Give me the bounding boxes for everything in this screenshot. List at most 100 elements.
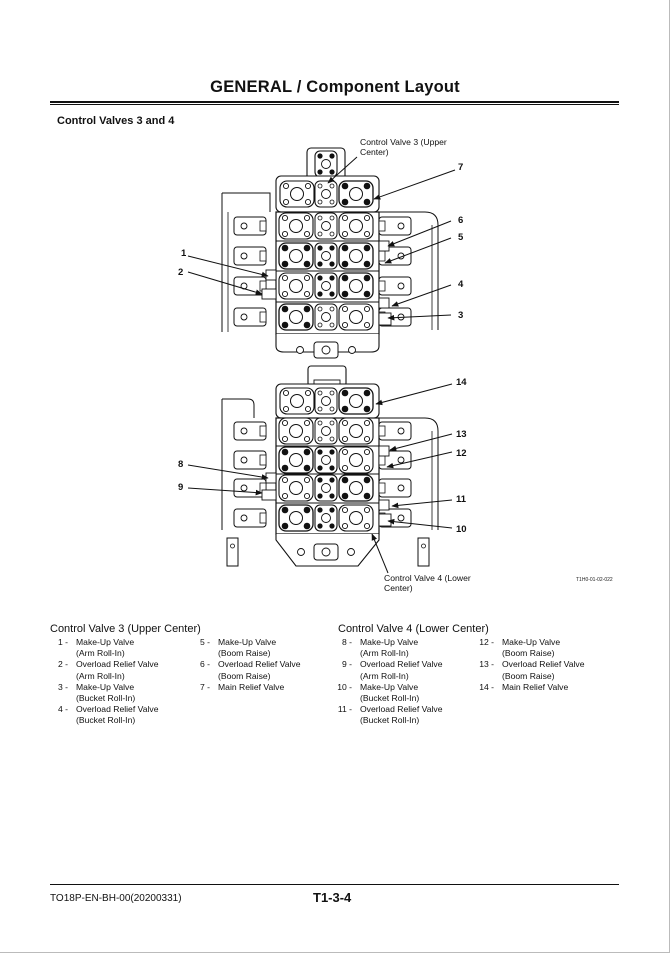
legend-item-line: (Bucket Roll-In): [76, 715, 136, 726]
legend-item: 7 - Main Relief Valve: [190, 682, 300, 693]
legend-item-number: 2 -: [57, 659, 68, 670]
legend-item-line: Make-Up Valve: [360, 637, 419, 647]
legend-item-text: Make-Up Valve(Boom Raise): [218, 637, 276, 659]
legend-item-number: 6 -: [199, 659, 210, 670]
callout-3: 3: [458, 310, 463, 321]
legend-item-text: Overload Relief Valve(Bucket Roll-In): [76, 704, 158, 726]
legend-upper-col1: 1 -Make-Up Valve(Arm Roll-In)2 -Overload…: [48, 637, 159, 727]
legend-item-number: 9 -: [341, 659, 352, 670]
control-valve-3: [221, 147, 439, 359]
legend-item: 5 - Make-Up Valve(Boom Raise): [190, 637, 300, 659]
page-title: GENERAL / Component Layout: [210, 78, 460, 96]
legend-item-text: Overload Relief Valve(Boom Raise): [218, 659, 300, 681]
legend-item-number: 1 -: [57, 637, 68, 647]
legend-item: 11 - Overload Relief Valve(Bucket Roll-In…: [332, 704, 443, 726]
legend-item: 6 - Overload Relief Valve(Boom Raise): [190, 659, 301, 681]
legend-item-number: 10 -: [337, 681, 352, 692]
legend-item: 13 - Overload Relief Valve(Boom Raise): [474, 659, 584, 681]
legend-item-text: Overload Relief Valve(Bucket Roll-In): [360, 704, 442, 726]
legend-item-line: Make-Up Valve: [360, 681, 419, 692]
legend-item-line: (Boom Raise): [502, 670, 555, 681]
callout-9: 9: [178, 482, 183, 493]
section-title: Control Valves 3 and 4: [57, 115, 175, 127]
legend-lower-heading: Control Valve 4 (Lower Center): [338, 623, 489, 635]
legend-item-number: 11 -: [337, 704, 352, 715]
legend-item-line: (Arm Roll-In): [360, 670, 409, 681]
legend-item: 4 - Overload Relief Valve(Bucket Roll-In): [48, 704, 159, 726]
legend-item-line: Overload Relief Valve: [360, 704, 443, 715]
legend-lower-col2: 12 -Make-Up Valve(Boom Raise)13 -Overloa…: [474, 637, 584, 693]
callout-14: 14: [456, 377, 467, 388]
legend-item-number: 12 -: [479, 637, 494, 647]
legend-item-line: Make-Up Valve: [76, 637, 135, 647]
legend-item-number: 7 -: [199, 681, 210, 692]
legend-item: 12 - Make-Up Valve(Boom Raise): [474, 637, 584, 659]
legend-item-text: Main Relief Valve: [502, 682, 568, 693]
callout-13: 13: [456, 429, 467, 440]
legend-item-text: Make-Up Valve(Bucket Roll-In): [76, 682, 135, 704]
callout-7: 7: [458, 162, 463, 173]
legend-item-text: Make-Up Valve(Boom Raise): [502, 637, 560, 659]
legend-item-text: Make-Up Valve(Arm Roll-In): [76, 637, 134, 659]
legend-item-line: (Arm Roll-In): [76, 670, 125, 681]
footer-rule: [50, 884, 619, 885]
legend-item-line: Make-Up Valve: [502, 637, 561, 647]
legend-item-line: Main Relief Valve: [218, 681, 285, 692]
legend-item-text: Overload Relief Valve(Arm Roll-In): [76, 659, 158, 681]
legend-lower-col1: 8 -Make-Up Valve(Arm Roll-In)9 -Overload…: [332, 637, 442, 727]
figure-id: T1H0-01-02-022: [576, 577, 613, 583]
legend-item-line: Make-Up Valve: [218, 637, 277, 647]
document-code: TO18P-EN-BH-00(20200331): [50, 893, 182, 904]
legend-item: 14 - Main Relief Valve: [474, 682, 584, 693]
legend-item-line: (Boom Raise): [218, 670, 271, 681]
callout-2: 2: [178, 267, 183, 278]
legend-item-number: 14 -: [479, 681, 494, 692]
lower-valve-label-line1: Control Valve 4 (Lower: [384, 573, 471, 583]
legend-item-number: 5 -: [199, 637, 210, 647]
lower-valve-label-line2: Center): [384, 583, 413, 593]
legend-item: 8 - Make-Up Valve(Arm Roll-In): [332, 637, 442, 659]
callout-10: 10: [456, 524, 467, 535]
legend-upper-col2: 5 -Make-Up Valve(Boom Raise)6 -Overload …: [190, 637, 301, 693]
legend-item-line: Overload Relief Valve: [218, 659, 301, 670]
upper-valve-label-line2: Center): [360, 147, 389, 157]
leader-lines: [187, 156, 456, 574]
control-valve-4: [221, 365, 439, 567]
callout-4: 4: [458, 279, 464, 290]
legend-item: 1 - Make-Up Valve(Arm Roll-In): [48, 637, 158, 659]
legend-item: 9 - Overload Relief Valve(Arm Roll-In): [332, 659, 443, 681]
legend-item-line: (Bucket Roll-In): [360, 715, 420, 726]
legend-item-number: 13 -: [479, 659, 494, 670]
callout-1: 1: [181, 248, 187, 259]
callout-12: 12: [456, 448, 467, 459]
legend-item-number: 8 -: [341, 637, 352, 647]
legend-item: 3 - Make-Up Valve(Bucket Roll-In): [48, 682, 158, 704]
legend-item-line: Overload Relief Valve: [76, 659, 159, 670]
legend-item-number: 4 -: [57, 704, 68, 715]
callout-5: 5: [458, 232, 464, 243]
callout-8: 8: [178, 459, 183, 470]
legend-item-line: Overload Relief Valve: [502, 659, 585, 670]
legend-item-text: Overload Relief Valve(Arm Roll-In): [360, 659, 442, 681]
upper-valve-label-line1: Control Valve 3 (Upper: [360, 137, 447, 147]
callout-11: 11: [456, 494, 467, 505]
legend-item-number: 3 -: [57, 681, 68, 692]
legend-item-text: Make-Up Valve(Bucket Roll-In): [360, 682, 419, 704]
legend-item-line: Main Relief Valve: [502, 681, 569, 692]
legend-item-text: Make-Up Valve(Arm Roll-In): [360, 637, 418, 659]
callout-6: 6: [458, 215, 463, 226]
legend-item-line: (Arm Roll-In): [360, 648, 409, 659]
legend-item-line: (Boom Raise): [218, 648, 271, 659]
legend-item-line: Make-Up Valve: [76, 681, 135, 692]
legend-upper-heading: Control Valve 3 (Upper Center): [50, 623, 201, 635]
header-rule-thick: [50, 101, 619, 103]
legend-item-line: Overload Relief Valve: [76, 704, 159, 715]
header-rule-thin: [50, 104, 619, 105]
legend-item: 10 - Make-Up Valve(Bucket Roll-In): [332, 682, 442, 704]
legend-item-line: (Bucket Roll-In): [76, 693, 136, 704]
legend-item-text: Main Relief Valve: [218, 682, 284, 693]
legend-item-line: (Bucket Roll-In): [360, 693, 420, 704]
legend-item-text: Overload Relief Valve(Boom Raise): [502, 659, 584, 681]
